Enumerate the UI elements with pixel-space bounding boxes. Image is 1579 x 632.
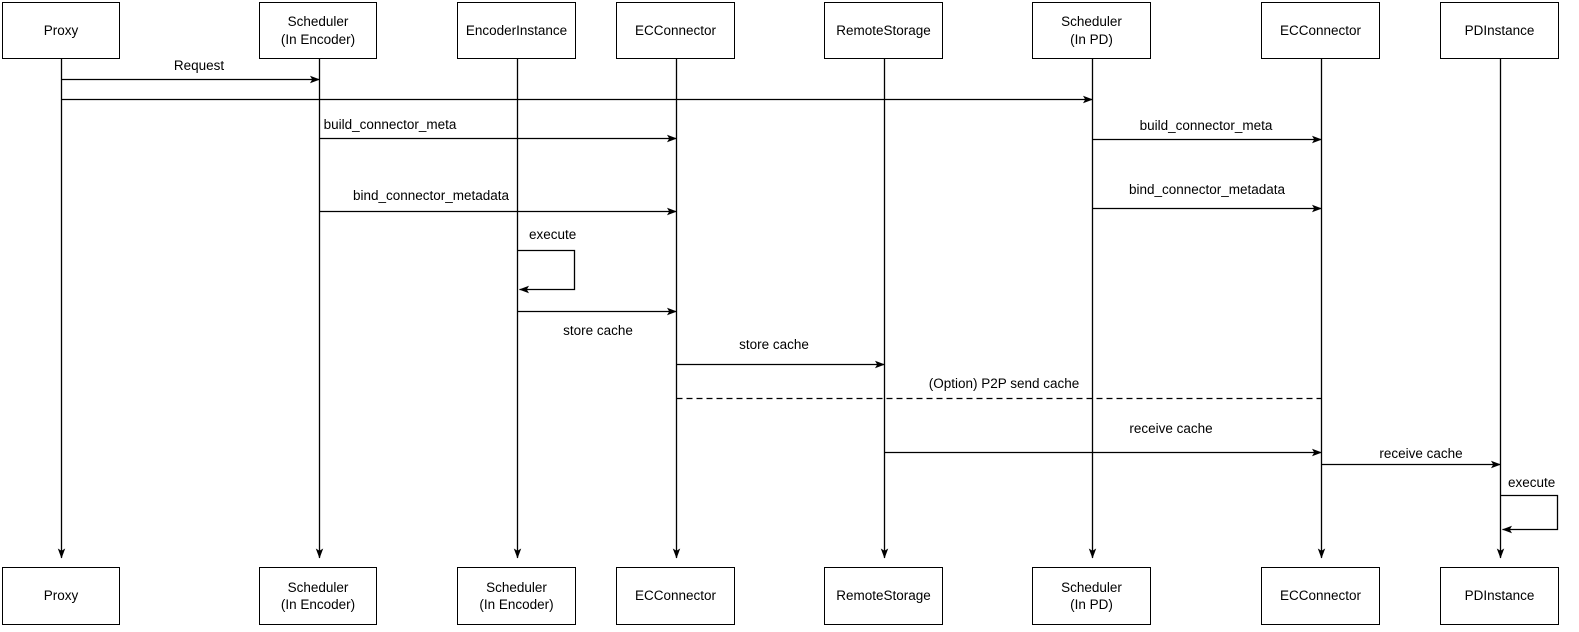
participant-box-bottom-sched_enc_b[interactable]: Scheduler (In Encoder) [259,567,377,625]
participant-label: ECConnector [1279,588,1362,604]
participant-label: PDInstance [1464,22,1535,38]
participant-box-bottom-remotestore_b[interactable]: RemoteStorage [824,567,943,625]
participant-label: Scheduler (In Encoder) [280,579,356,612]
message-label-m8: store cache [739,337,809,352]
participant-label: RemoteStorage [836,588,931,604]
participant-label: RemoteStorage [836,22,931,38]
participant-box-top-remotestore[interactable]: RemoteStorage [824,2,943,59]
participant-label: EncoderInstance [465,22,568,38]
message-label-m11: receive cache [1379,446,1463,461]
message-label-m4: build_connector_meta [1139,118,1273,133]
message-label-m3: build_connector_meta [323,117,457,132]
participant-label: ECConnector [634,588,717,604]
participant-label: Proxy [43,588,79,604]
message-arrows [61,75,1501,469]
lifeline-stems [57,59,1505,559]
participant-box-top-ecconn_enc[interactable]: ECConnector [616,2,735,59]
participant-label: Scheduler (In Encoder) [479,579,554,612]
message-label-m10: receive cache [1129,421,1213,436]
self-message-label-s2: execute [1508,475,1556,490]
message-label-m7: store cache [563,323,633,338]
participant-box-bottom-proxy_b[interactable]: Proxy [2,567,120,625]
participant-box-bottom-sched_enc2_b[interactable]: Scheduler (In Encoder) [457,567,576,625]
self-message-label-s1: execute [529,227,577,242]
message-label-m6: bind_connector_metadata [1128,182,1286,197]
message-label-m1: Request [173,58,225,73]
participant-label: ECConnector [634,22,717,38]
participant-label: Scheduler (In PD) [1061,14,1122,47]
self-message-loop-s2 [1500,494,1559,534]
participant-box-top-sched_enc[interactable]: Scheduler (In Encoder) [259,2,377,59]
participant-label: Proxy [43,22,79,38]
message-label-m9: (Option) P2P send cache [928,376,1080,391]
participant-box-top-ecconn_pd[interactable]: ECConnector [1261,2,1380,59]
participant-box-bottom-ecconn_enc_b[interactable]: ECConnector [616,567,735,625]
participant-box-top-proxy[interactable]: Proxy [2,2,120,59]
self-message-loop-s1 [517,249,576,294]
participant-label: Scheduler (In PD) [1061,579,1122,612]
participant-box-bottom-pdinstance_b[interactable]: PDInstance [1440,567,1559,625]
participant-label: PDInstance [1464,588,1535,604]
self-message-loops [517,249,1559,534]
participant-box-bottom-sched_pd_b[interactable]: Scheduler (In PD) [1032,567,1151,625]
participant-box-top-sched_pd[interactable]: Scheduler (In PD) [1032,2,1151,59]
participant-label: ECConnector [1279,22,1362,38]
participant-box-bottom-ecconn_pd_b[interactable]: ECConnector [1261,567,1380,625]
participant-box-top-pdinstance[interactable]: PDInstance [1440,2,1559,59]
participant-box-top-encoder[interactable]: EncoderInstance [457,2,576,59]
message-label-m5: bind_connector_metadata [352,188,510,203]
participant-label: Scheduler (In Encoder) [280,14,356,47]
